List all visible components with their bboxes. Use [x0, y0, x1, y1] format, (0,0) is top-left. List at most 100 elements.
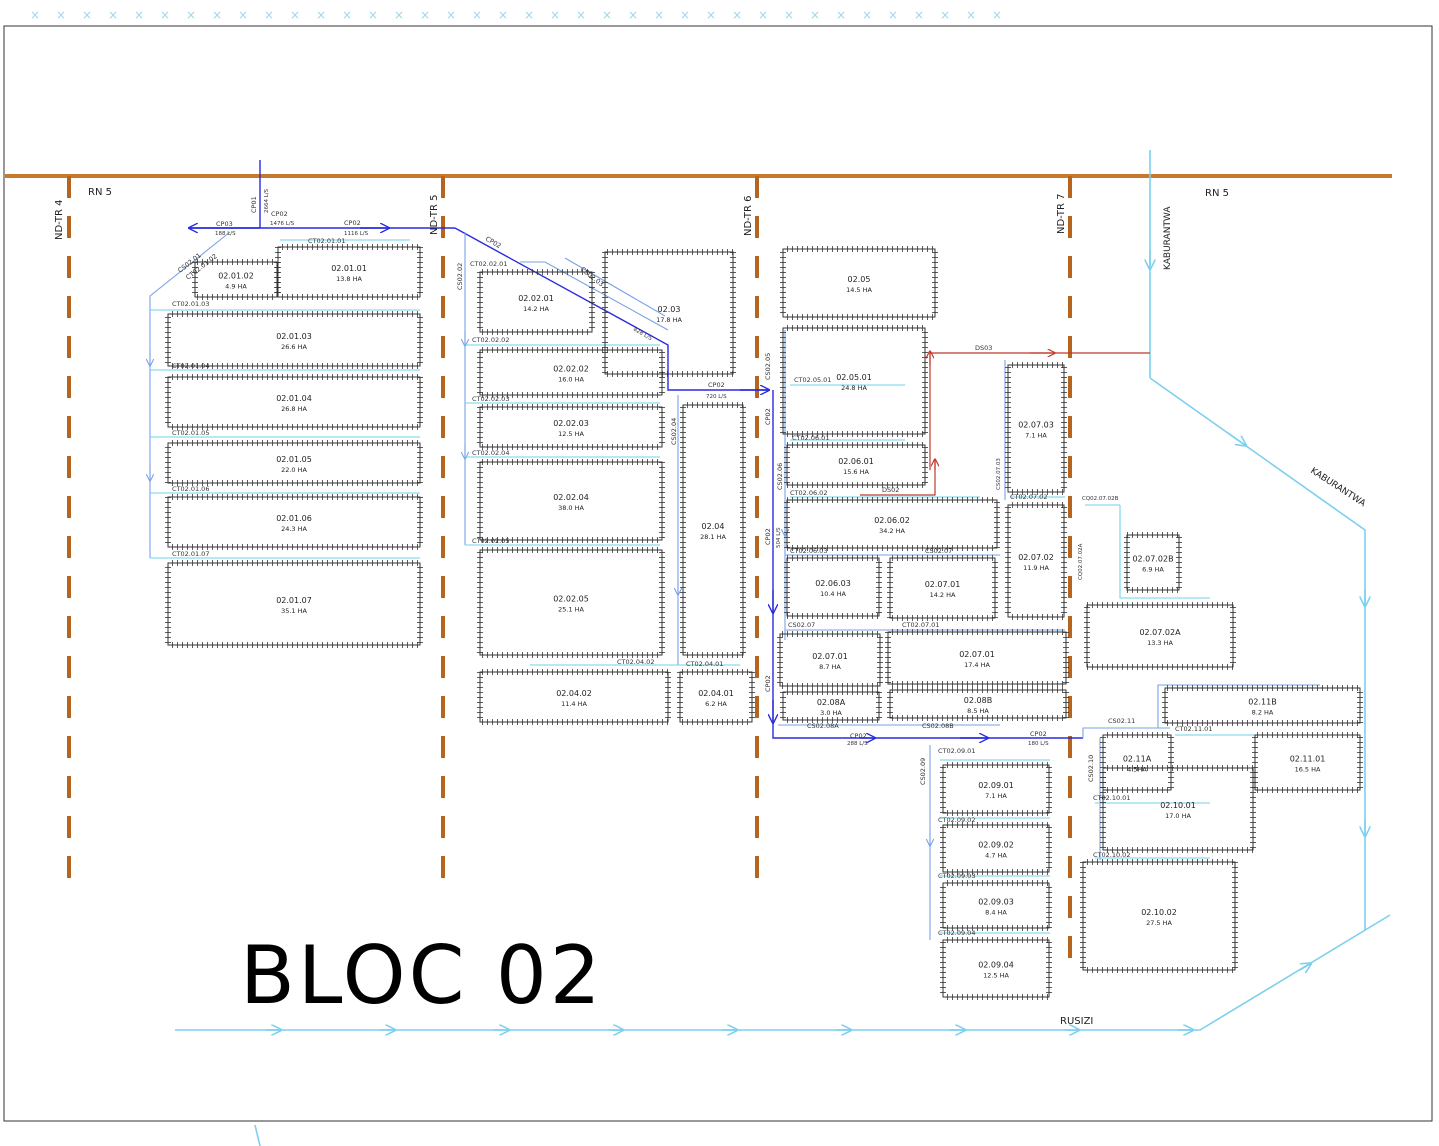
plot-border: [604, 251, 734, 375]
plot-id: 02.09.03: [978, 898, 1014, 907]
plot-id: 02.07.02B: [1132, 555, 1173, 564]
plot-border: [479, 461, 663, 541]
river-label-kaburantwa-2: KABURANTWA: [1308, 466, 1367, 509]
top-cross-pattern: ××××××××××××××××××××××××××××××××××××××: [30, 8, 1002, 22]
net-label: CT02.06.02: [790, 489, 827, 497]
cross-mark: ×: [342, 8, 352, 22]
plot-border: [479, 271, 593, 333]
plot-id: 02.03: [658, 305, 681, 314]
net-label: CP02: [484, 235, 502, 250]
plot-area: 26.6 HA: [281, 343, 307, 351]
plot-border: [682, 404, 744, 656]
cross-mark: ×: [160, 8, 170, 22]
rivers: [175, 150, 1391, 1146]
plot-id: 02.11.01: [1290, 755, 1326, 764]
cross-mark: ×: [940, 8, 950, 22]
net-label: CP02: [764, 675, 772, 692]
plot-border: [479, 671, 669, 723]
plot-id: 02.08B: [964, 696, 992, 705]
drawing-frame: [3, 25, 1433, 1122]
net-label: CP03: [216, 220, 233, 228]
plot-id: 02.06.01: [838, 457, 874, 466]
net-label: CT02.01.05: [172, 429, 209, 437]
cross-mark: ×: [472, 8, 482, 22]
net-label: CS02.07: [788, 621, 815, 629]
plot-area: 12.5 HA: [558, 430, 584, 438]
plot-area: 7.1 HA: [985, 792, 1007, 800]
plot-border: [782, 327, 926, 435]
drain-lines: [860, 352, 1150, 496]
net-label: CT02.06.01: [792, 434, 829, 442]
plot-border: [1126, 534, 1180, 591]
plot-area: 16.0 HA: [558, 376, 584, 384]
net-label: CT02.01.03: [172, 300, 209, 308]
net-label: CT02.11.01: [1175, 725, 1212, 733]
plot-border: [1254, 734, 1361, 791]
plot-border: [1082, 861, 1236, 971]
plot-area: 17.4 HA: [964, 661, 990, 669]
net-label: CS02.08B: [922, 722, 954, 730]
net-label: CT02.01.07: [172, 550, 209, 558]
plot-area: 14.2 HA: [930, 591, 956, 599]
plot-border: [942, 882, 1050, 929]
plot-area: 6.9 HA: [1142, 566, 1164, 574]
cross-mark: ×: [368, 8, 378, 22]
bloc-title: BLOC 02: [240, 929, 604, 1022]
net-label: CT02.09.03: [938, 872, 975, 880]
cross-mark: ×: [420, 8, 430, 22]
cross-mark: ×: [914, 8, 924, 22]
cross-mark: ×: [576, 8, 586, 22]
net-label: CS02.07.03: [996, 458, 1002, 490]
net-label: CT02.09.04: [938, 929, 975, 937]
net-label: 180 L/S: [1028, 741, 1049, 747]
net-label: DS02: [882, 486, 899, 494]
cross-mark: ×: [966, 8, 976, 22]
plot-area: 24.8 HA: [841, 384, 867, 392]
cross-mark: ×: [186, 8, 196, 22]
net-label: CS02.10: [1087, 755, 1095, 782]
plot-id: 02.09.01: [978, 781, 1014, 790]
transect-label-4: ND-TR 7: [1056, 194, 1067, 234]
plot-border: [167, 442, 421, 484]
plot-border: [167, 562, 421, 646]
plot-border: [479, 406, 663, 448]
net-label: CP02: [1030, 730, 1047, 738]
cross-mark: ×: [446, 8, 456, 22]
road-label-left: RN 5: [88, 187, 112, 198]
plot-id: 02.09.02: [978, 841, 1014, 850]
plot-border: [167, 376, 421, 428]
plot-id: 02.10.01: [1160, 801, 1196, 810]
plot-border: [167, 313, 421, 367]
cross-mark: ×: [602, 8, 612, 22]
plot-area: 26.8 HA: [281, 405, 307, 413]
plot-area: 16.5 HA: [1295, 766, 1321, 774]
cross-mark: ×: [836, 8, 846, 22]
net-label: CT02.06.03: [790, 547, 827, 555]
plot-id: 02.06.03: [815, 579, 851, 588]
plot-border: [779, 633, 881, 687]
cross-mark: ×: [992, 8, 1002, 22]
net-label: CT02.09.01: [938, 747, 975, 755]
plot-border: [1164, 687, 1361, 724]
plot-area: 24.3 HA: [281, 525, 307, 533]
plot-id: 02.07.02A: [1139, 628, 1181, 637]
cross-mark: ×: [56, 8, 66, 22]
cross-mark: ×: [628, 8, 638, 22]
plot: 02.09.03 8.4 HA: [940, 880, 1052, 931]
plot-area: 8.4 HA: [985, 909, 1007, 917]
plot-id: 02.08A: [817, 698, 846, 707]
net-label: 504 L/S: [776, 527, 782, 548]
net-label: CS02.04: [670, 418, 678, 445]
